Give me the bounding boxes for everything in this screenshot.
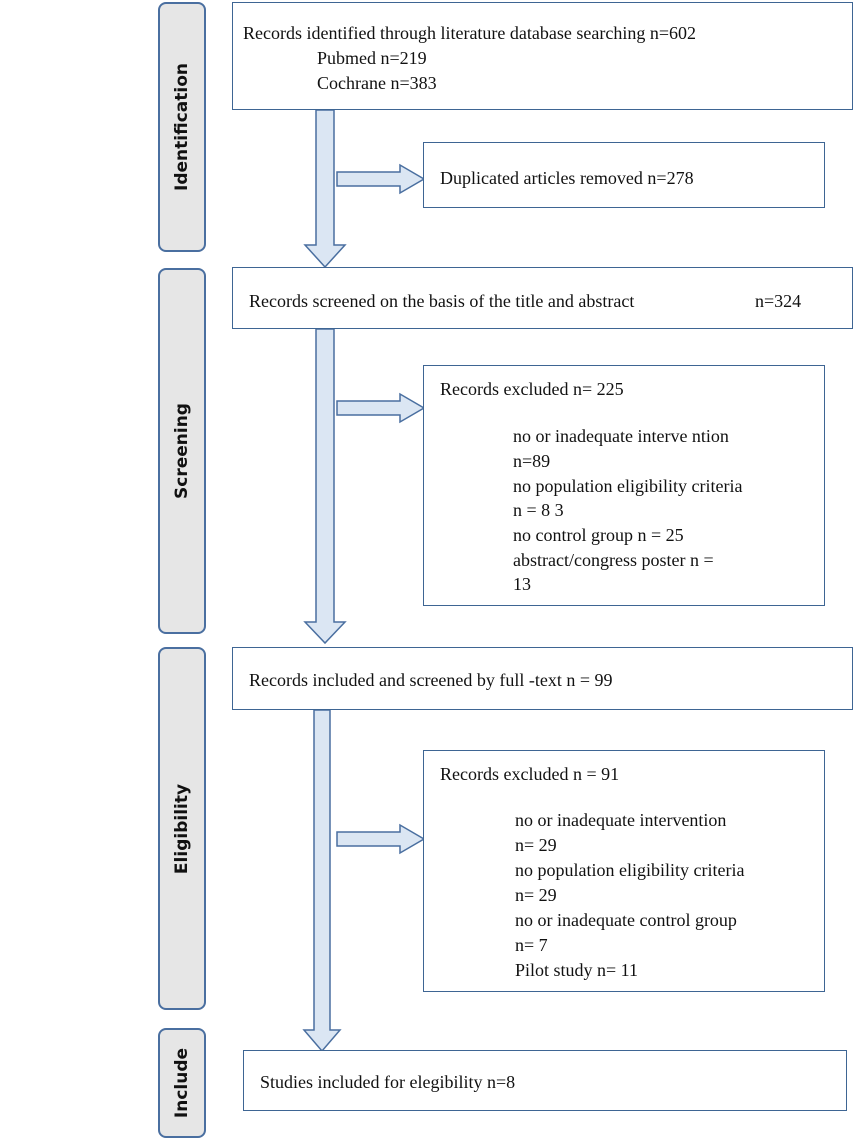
down-arrow-eligibility-to-include: [302, 709, 342, 1053]
stage-screening-label: Screening: [172, 403, 192, 499]
stage-identification-label: Identification: [172, 63, 192, 191]
down-arrow-screening-to-eligibility: [303, 328, 347, 645]
fulltext-screened-box: Records included and screened by full -t…: [232, 647, 853, 710]
excluded-eligibility-item: no population eligibility criteria: [515, 860, 745, 880]
cochrane-count: Cochrane n=383: [317, 73, 437, 93]
stage-include: Include: [158, 1028, 206, 1138]
right-arrow-excluded-eligibility: [336, 823, 426, 855]
excluded-eligibility-item: n= 7: [515, 935, 548, 955]
studies-included-box: Studies included for elegibility n=8: [243, 1050, 847, 1111]
excluded-screening-item: n = 8 3: [513, 500, 564, 520]
records-identified-box: Records identified through literature da…: [232, 2, 853, 110]
stage-include-label: Include: [172, 1047, 192, 1119]
pubmed-count: Pubmed n=219: [317, 48, 427, 68]
excluded-screening-box: Records excluded n= 225 no or inadequate…: [423, 365, 825, 606]
stage-identification: Identification: [158, 2, 206, 252]
excluded-eligibility-item: Pilot study n= 11: [515, 960, 639, 980]
down-arrow-identification-to-screening: [303, 109, 347, 269]
excluded-screening-item: 13: [513, 574, 531, 594]
excluded-screening-title: Records excluded n= 225: [440, 379, 624, 399]
excluded-screening-item: n=89: [513, 451, 551, 471]
excluded-screening-item: abstract/congress poster n =: [513, 550, 714, 570]
records-identified-title: Records identified through literature da…: [243, 23, 696, 43]
excluded-eligibility-box: Records excluded n = 91 no or inadequate…: [423, 750, 825, 992]
records-screened-text: Records screened on the basis of the tit…: [249, 291, 635, 311]
records-screened-count: n=324: [755, 291, 802, 311]
stage-eligibility: Eligibility: [158, 647, 206, 1010]
right-arrow-duplicates: [336, 163, 426, 195]
stage-screening: Screening: [158, 268, 206, 634]
duplicates-removed-text: Duplicated articles removed n=278: [440, 168, 694, 188]
excluded-screening-item: no population eligibility criteria: [513, 476, 743, 496]
excluded-eligibility-item: no or inadequate intervention: [515, 810, 727, 830]
excluded-eligibility-title: Records excluded n = 91: [440, 764, 620, 784]
excluded-screening-item: no control group n = 25: [513, 525, 684, 545]
excluded-eligibility-item: no or inadequate control group: [515, 910, 737, 930]
excluded-screening-item: no or inadequate interve ntion: [513, 426, 729, 446]
excluded-eligibility-item: n= 29: [515, 885, 557, 905]
fulltext-screened-text: Records included and screened by full -t…: [249, 670, 613, 690]
right-arrow-excluded-screening: [336, 392, 426, 424]
records-screened-box: Records screened on the basis of the tit…: [232, 267, 853, 329]
stage-eligibility-label: Eligibility: [172, 783, 192, 874]
duplicates-removed-box: Duplicated articles removed n=278: [423, 142, 825, 208]
excluded-eligibility-item: n= 29: [515, 835, 557, 855]
studies-included-text: Studies included for elegibility n=8: [260, 1072, 516, 1092]
